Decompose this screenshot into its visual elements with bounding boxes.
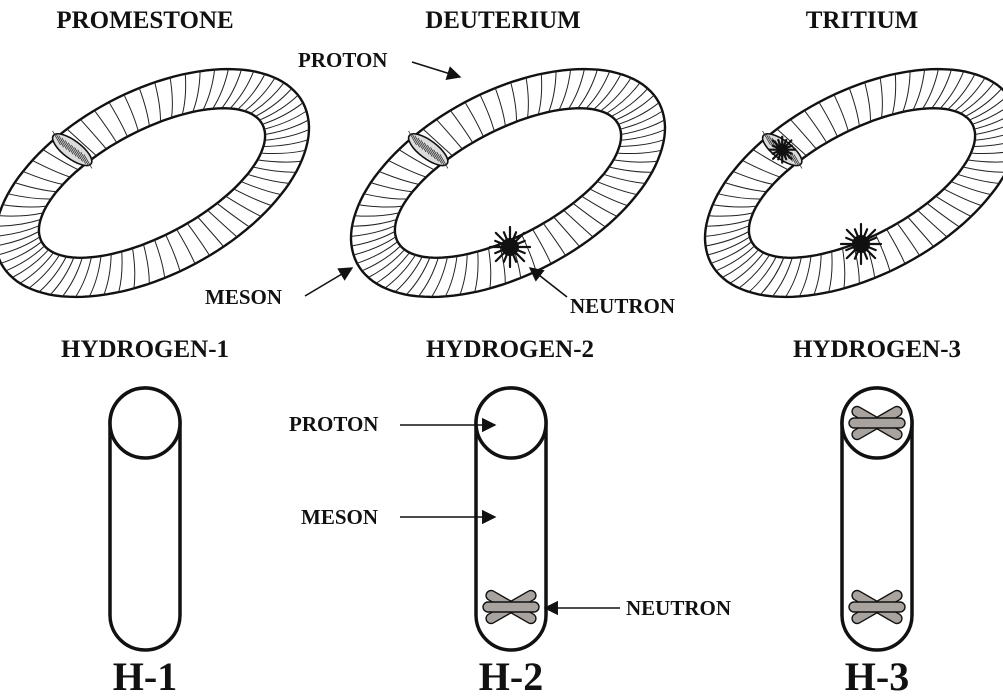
top-meson-label: MESON — [205, 285, 282, 309]
h1-title: H-1 — [113, 654, 177, 699]
proton-band — [407, 130, 449, 169]
proton-neutron-star — [768, 135, 797, 164]
top-proton-arrow — [411, 61, 462, 81]
proton-band — [51, 130, 93, 169]
bottom-neutron-label: NEUTRON — [626, 596, 731, 620]
h3-title: H-3 — [845, 654, 909, 699]
deuterium-ring — [349, 67, 667, 299]
ring-segment-lines — [350, 68, 666, 298]
top-neutron-arrow — [528, 267, 568, 298]
h2-neutron-icon — [482, 589, 540, 625]
top-proton-label: PROTON — [298, 48, 387, 72]
promestone-ring — [0, 67, 311, 299]
tritium-title: TRITIUM — [806, 7, 919, 34]
h1-proton-circle — [108, 386, 182, 460]
neutron-star — [488, 225, 532, 269]
promestone-title: PROMESTONE — [56, 7, 233, 34]
top-neutron-label: NEUTRON — [570, 294, 675, 318]
hydrogen-1-title: HYDROGEN-1 — [61, 336, 229, 363]
h2-title: H-2 — [479, 654, 543, 699]
bottom-proton-label: PROTON — [289, 412, 378, 436]
ring-segment-lines — [704, 68, 1003, 298]
hydrogen-2-title: HYDROGEN-2 — [426, 336, 594, 363]
ring-body — [349, 67, 667, 299]
h1-tube — [108, 386, 182, 652]
h3-tube — [840, 386, 914, 652]
top-meson-arrow — [304, 267, 354, 297]
h2-proton-circle — [474, 386, 548, 460]
hydrogen-3-title: HYDROGEN-3 — [793, 336, 961, 363]
ring-body — [0, 67, 311, 299]
tritium-ring — [703, 67, 1003, 299]
bottom-meson-label: MESON — [301, 505, 378, 529]
proton-band — [761, 130, 803, 169]
h3-neutron-icon — [848, 589, 906, 625]
h2-tube — [474, 386, 548, 652]
h3-proton-neutron-icon — [848, 405, 906, 441]
deuterium-title: DEUTERIUM — [425, 7, 581, 34]
neutron-star — [839, 222, 883, 266]
ring-segment-lines — [0, 68, 310, 298]
